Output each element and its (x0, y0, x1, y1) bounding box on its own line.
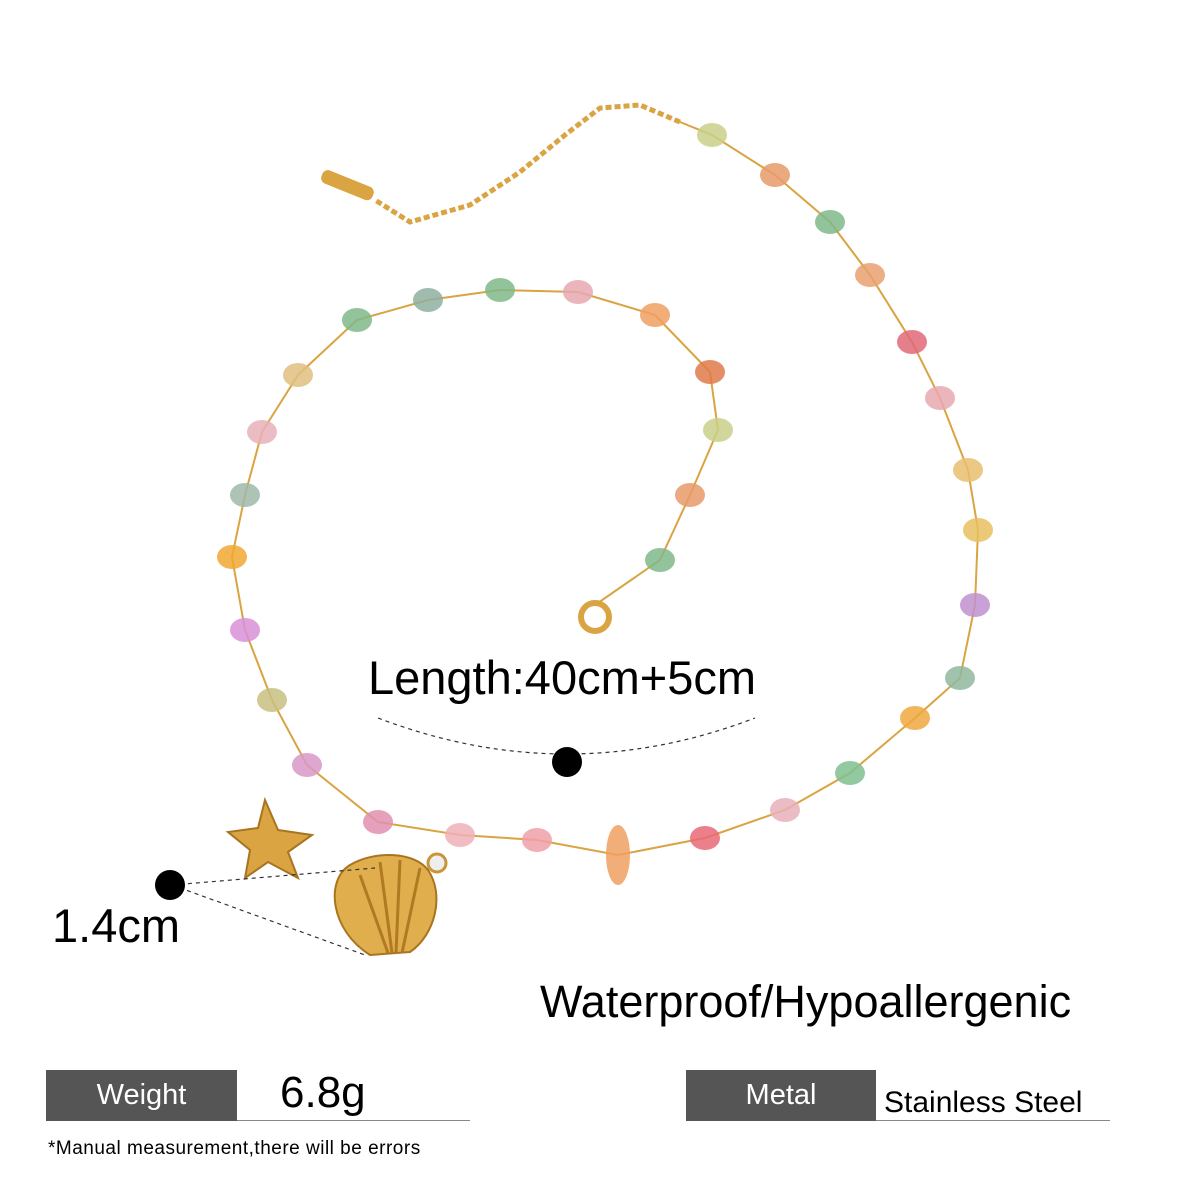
gemstone-bead (342, 308, 372, 332)
gemstone-bead (815, 210, 845, 234)
gemstone-bead (953, 458, 983, 482)
gemstone-bead (695, 360, 725, 384)
gemstone-beads (217, 123, 993, 885)
gemstone-bead (925, 386, 955, 410)
gemstone-bead (247, 420, 277, 444)
gemstone-bead (690, 826, 720, 850)
gemstone-bead (835, 761, 865, 785)
gemstone-bead (230, 483, 260, 507)
metal-divider (876, 1120, 1110, 1121)
gemstone-bead (445, 823, 475, 847)
gemstone-bead (363, 810, 393, 834)
gemstone-bead (413, 288, 443, 312)
gemstone-bead (522, 828, 552, 852)
gemstone-bead (645, 548, 675, 572)
gemstone-bead (945, 666, 975, 690)
gemstone-bead (900, 706, 930, 730)
gemstone-bead (230, 618, 260, 642)
chain-segment (373, 102, 681, 225)
gemstone-bead (640, 303, 670, 327)
gemstone-bead (855, 263, 885, 287)
extender-tag (321, 170, 374, 201)
chain-segment (230, 121, 980, 857)
gemstone-bead (760, 163, 790, 187)
feature-label: Waterproof/Hypoallergenic (540, 976, 1072, 1027)
gemstone-bead (563, 280, 593, 304)
starfish-charm (225, 796, 315, 881)
gemstone-bead (697, 123, 727, 147)
gemstone-bead (770, 798, 800, 822)
lobster-clasp (578, 600, 612, 634)
pendant-size-label: 1.4cm (52, 899, 180, 952)
shell-pendant (333, 852, 448, 957)
length-dimension (377, 717, 756, 777)
weight-label: Weight (46, 1070, 237, 1121)
measurement-note: *Manual measurement,there will be errors (48, 1138, 421, 1159)
gemstone-bead (485, 278, 515, 302)
gemstone-bead (703, 418, 733, 442)
metal-value: Stainless Steel (884, 1086, 1083, 1119)
gemstone-bead (960, 593, 990, 617)
length-label: Length:40cm+5cm (368, 651, 756, 704)
gemstone-bead (257, 688, 287, 712)
pendant-dimension (155, 867, 376, 956)
gemstone-bead (292, 753, 322, 777)
gemstone-bead (897, 330, 927, 354)
gemstone-bead (963, 518, 993, 542)
metal-label: Metal (686, 1070, 876, 1121)
gemstone-bead (283, 363, 313, 387)
weight-divider (237, 1120, 470, 1121)
gemstone-bead (217, 545, 247, 569)
gemstone-bead (606, 825, 630, 885)
gemstone-bead (675, 483, 705, 507)
necklace-chain (230, 102, 980, 857)
weight-value: 6.8g (280, 1068, 366, 1117)
